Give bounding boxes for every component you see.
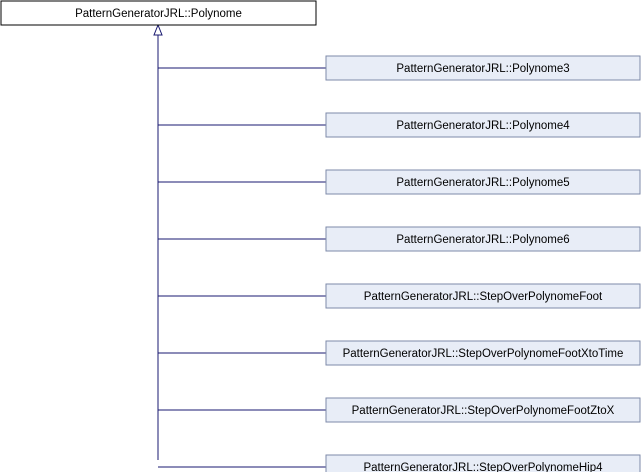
base-class-box xyxy=(0,0,317,26)
derived-class-box xyxy=(325,55,641,81)
derived-class-node[interactable]: PatternGenerator​JRL::Polynome5 xyxy=(325,169,641,195)
derived-class-node[interactable]: PatternGenerator​JRL::StepOverPolynomeFo… xyxy=(325,397,641,423)
derived-class-label: PatternGenerator​JRL::Polynome5 xyxy=(396,177,569,189)
derived-class-box xyxy=(325,283,641,309)
derived-class-node[interactable]: PatternGenerator​JRL::StepOverPolynomeFo… xyxy=(325,340,641,366)
derived-class-box xyxy=(325,112,641,138)
base-class-label: PatternGenerator​JRL::Polynome xyxy=(75,8,242,20)
inheritance-edges xyxy=(153,23,326,468)
derived-class-node[interactable]: PatternGenerator​JRL::Polynome4 xyxy=(325,112,641,138)
derived-class-box xyxy=(325,226,641,252)
derived-class-label: PatternGenerator​JRL::StepOverPolynomeFo… xyxy=(352,405,615,417)
derived-class-label: PatternGenerator​JRL::Polynome3 xyxy=(396,63,569,75)
derived-class-box xyxy=(325,169,641,195)
derived-class-node[interactable]: PatternGenerator​JRL::StepOverPolynomeHi… xyxy=(325,454,641,472)
derived-class-label: PatternGenerator​JRL::StepOverPolynomeFo… xyxy=(343,348,624,360)
derived-class-box xyxy=(325,340,641,366)
derived-class-label: PatternGenerator​JRL::Polynome4 xyxy=(396,120,570,132)
derived-class-box xyxy=(325,454,641,472)
derived-class-label: PatternGenerator​JRL::StepOverPolynomeHi… xyxy=(363,462,603,472)
base-class-node[interactable]: PatternGenerator​JRL::Polynome xyxy=(0,0,317,26)
derived-class-node[interactable]: PatternGenerator​JRL::Polynome6 xyxy=(325,226,641,252)
derived-class-node[interactable]: PatternGenerator​JRL::StepOverPolynomeFo… xyxy=(325,283,641,309)
inheritance-arrowhead xyxy=(153,23,163,36)
derived-class-list: PatternGenerator​JRL::Polynome3PatternGe… xyxy=(325,55,641,472)
derived-class-label: PatternGenerator​JRL::StepOverPolynomeFo… xyxy=(364,291,603,303)
derived-class-node[interactable]: PatternGenerator​JRL::Polynome3 xyxy=(325,55,641,81)
derived-class-label: PatternGenerator​JRL::Polynome6 xyxy=(396,234,569,246)
derived-class-box xyxy=(325,397,641,423)
